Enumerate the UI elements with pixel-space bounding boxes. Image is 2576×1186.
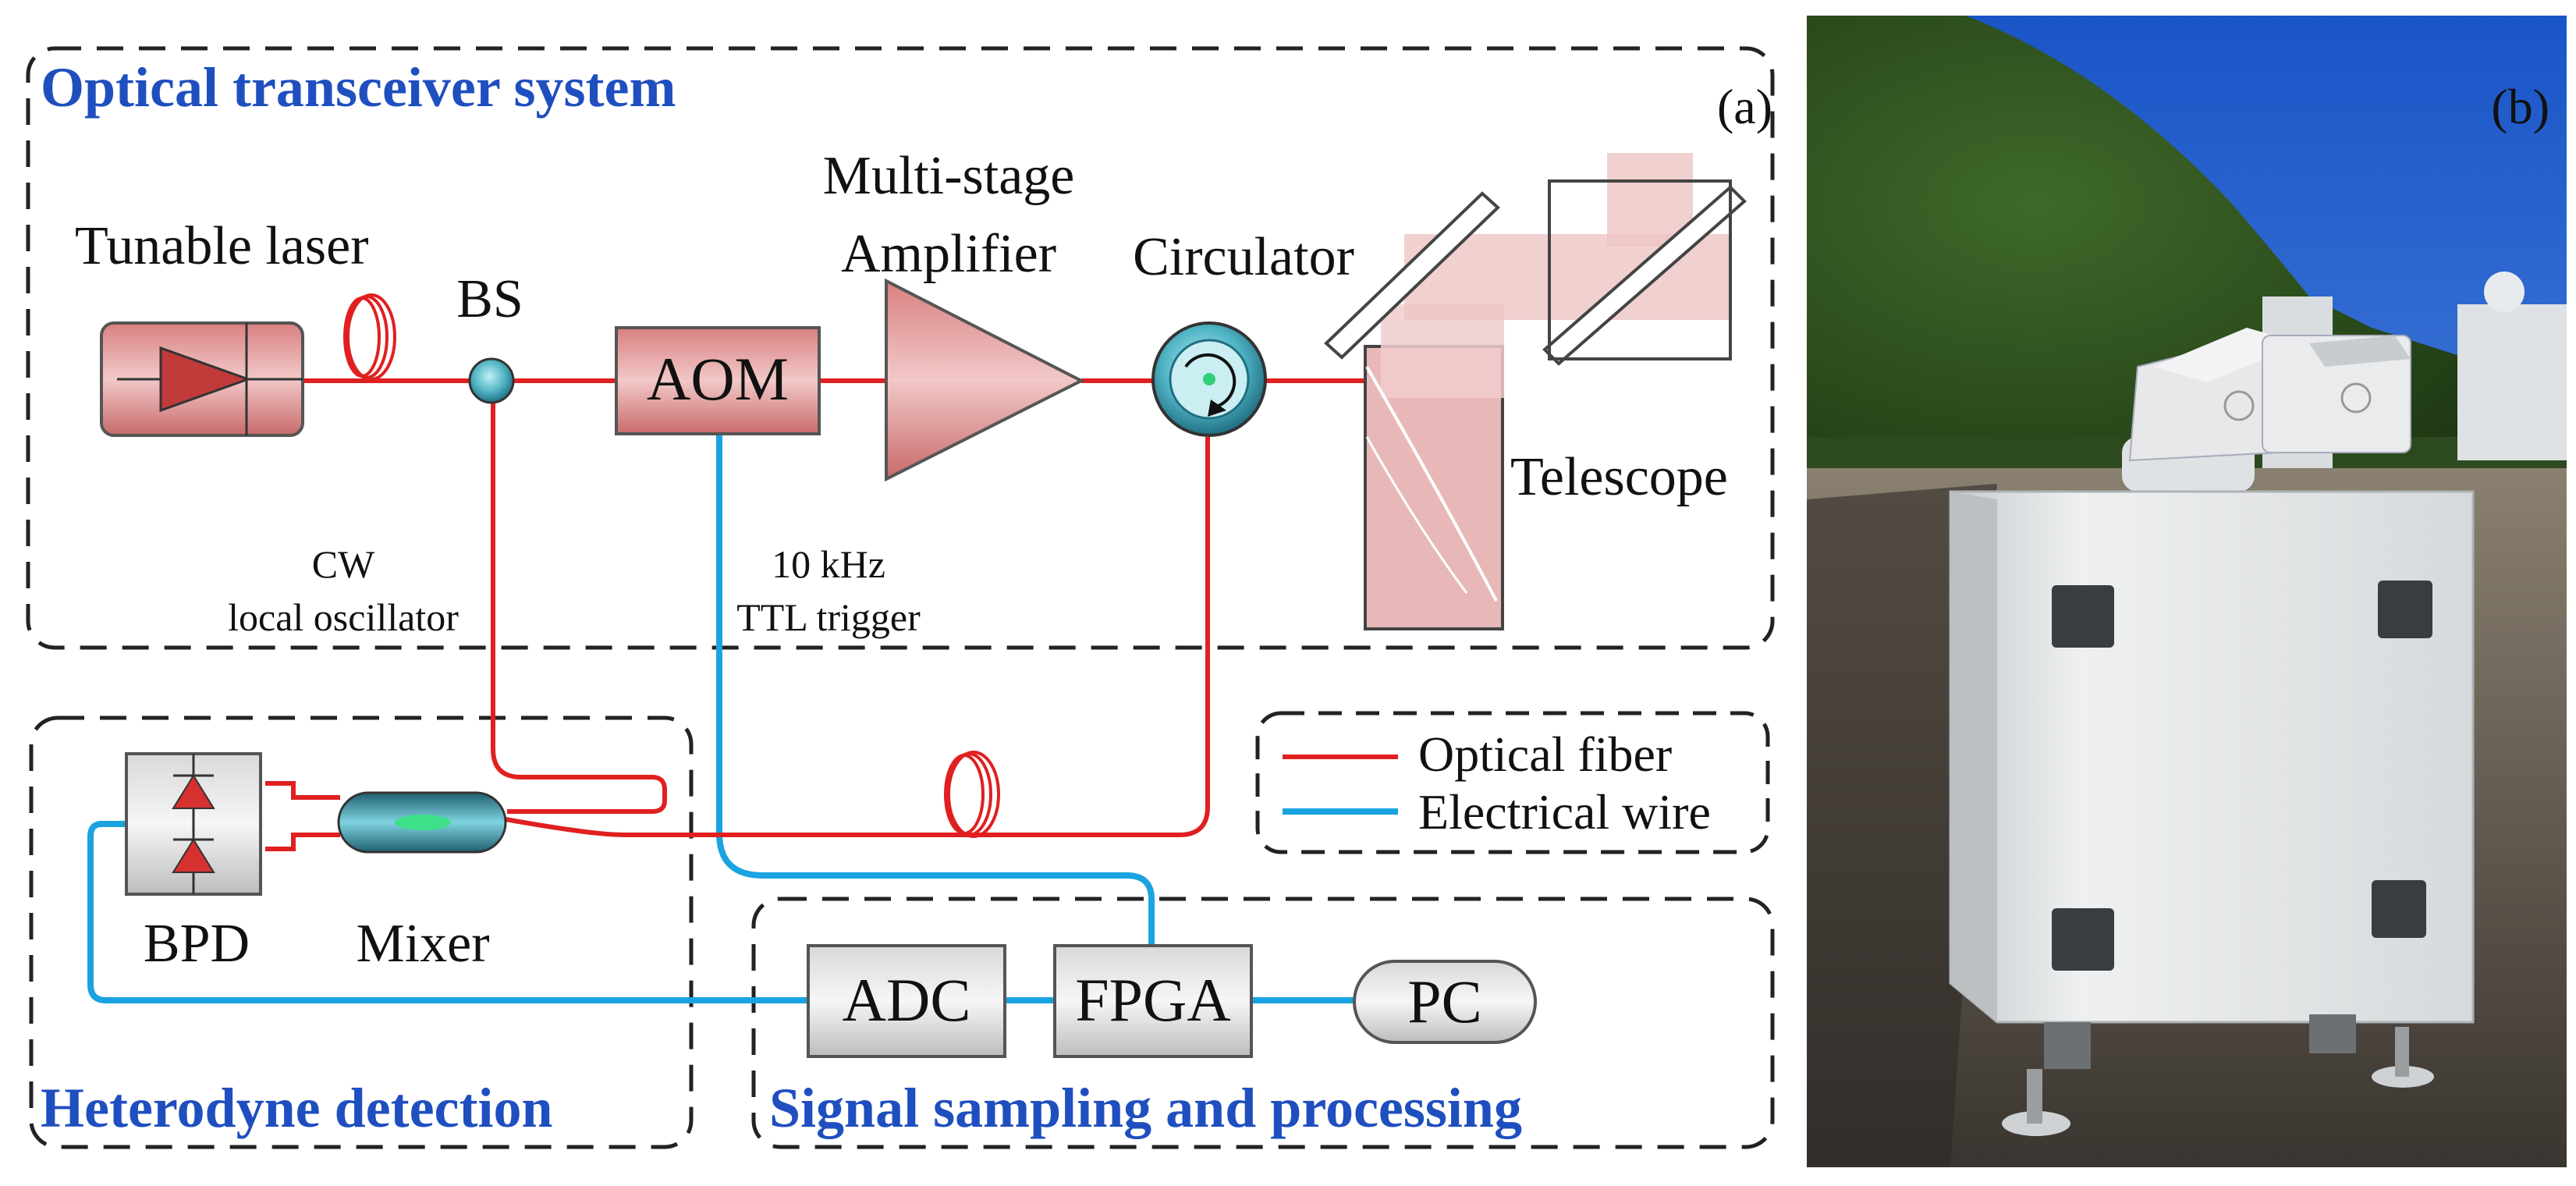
telescope xyxy=(1324,153,1747,630)
adc-box xyxy=(807,944,1006,1058)
legend-box xyxy=(1255,711,1770,854)
mixer-label: Mixer xyxy=(356,914,489,974)
trigger-annotation-line2: TTL trigger xyxy=(736,595,921,639)
trigger-annotation-line1: 10 kHz xyxy=(772,542,885,586)
scanner-head xyxy=(2122,328,2411,492)
beam-splitter xyxy=(468,357,515,404)
sampling-section-box xyxy=(751,897,1775,1149)
pc-label: PC xyxy=(1407,968,1481,1035)
panel-b-photo: (b) xyxy=(1807,16,2567,1167)
bs-label: BS xyxy=(456,269,523,329)
legend-optical-label: Optical fiber xyxy=(1418,726,1672,782)
mixer xyxy=(337,791,507,854)
panel-b-label: (b) xyxy=(2491,79,2549,134)
bpd-label: BPD xyxy=(144,914,250,974)
optical-fibers xyxy=(265,378,1367,851)
aom-box xyxy=(615,326,821,435)
sampling-title: Signal sampling and processing xyxy=(769,1077,1522,1139)
latch-bottom-left xyxy=(2052,908,2114,971)
laser-label: Tunable laser xyxy=(75,216,369,276)
cw-annotation-line1: CW xyxy=(312,542,375,586)
fpga-box xyxy=(1053,944,1253,1058)
telescope-label: Telescope xyxy=(1510,447,1728,507)
bpd xyxy=(125,752,262,896)
electrical-wires xyxy=(87,434,1354,1003)
tunable-laser xyxy=(100,321,304,437)
legend-electrical-label: Electrical wire xyxy=(1418,784,1711,840)
lidar-cabinet xyxy=(1949,490,2475,1136)
amp-label-line1: Multi-stage xyxy=(823,146,1075,206)
amp-label-line2: Amplifier xyxy=(841,224,1056,284)
circulator-label: Circulator xyxy=(1133,227,1354,287)
panel-a: (a) Optical transceiver system Heterodyn… xyxy=(26,46,1775,1149)
amplifier-triangle xyxy=(885,278,1085,482)
latch-bottom-right xyxy=(2372,880,2426,938)
aom-label: AOM xyxy=(647,345,789,413)
pc-box xyxy=(1353,960,1537,1044)
fiber-coils xyxy=(343,293,1000,838)
circulator xyxy=(1151,321,1267,437)
cw-annotation-line2: local oscillator xyxy=(228,595,459,639)
panel-a-label: (a) xyxy=(1717,79,1772,134)
transceiver-section-box xyxy=(26,46,1775,650)
adc-label: ADC xyxy=(843,966,971,1034)
detection-title: Heterodyne detection xyxy=(41,1077,553,1139)
latch-top-right xyxy=(2378,581,2432,638)
detection-section-box xyxy=(29,716,694,1149)
fpga-label: FPGA xyxy=(1075,966,1230,1034)
transceiver-title: Optical transceiver system xyxy=(41,56,676,119)
latch-top-left xyxy=(2052,585,2114,648)
